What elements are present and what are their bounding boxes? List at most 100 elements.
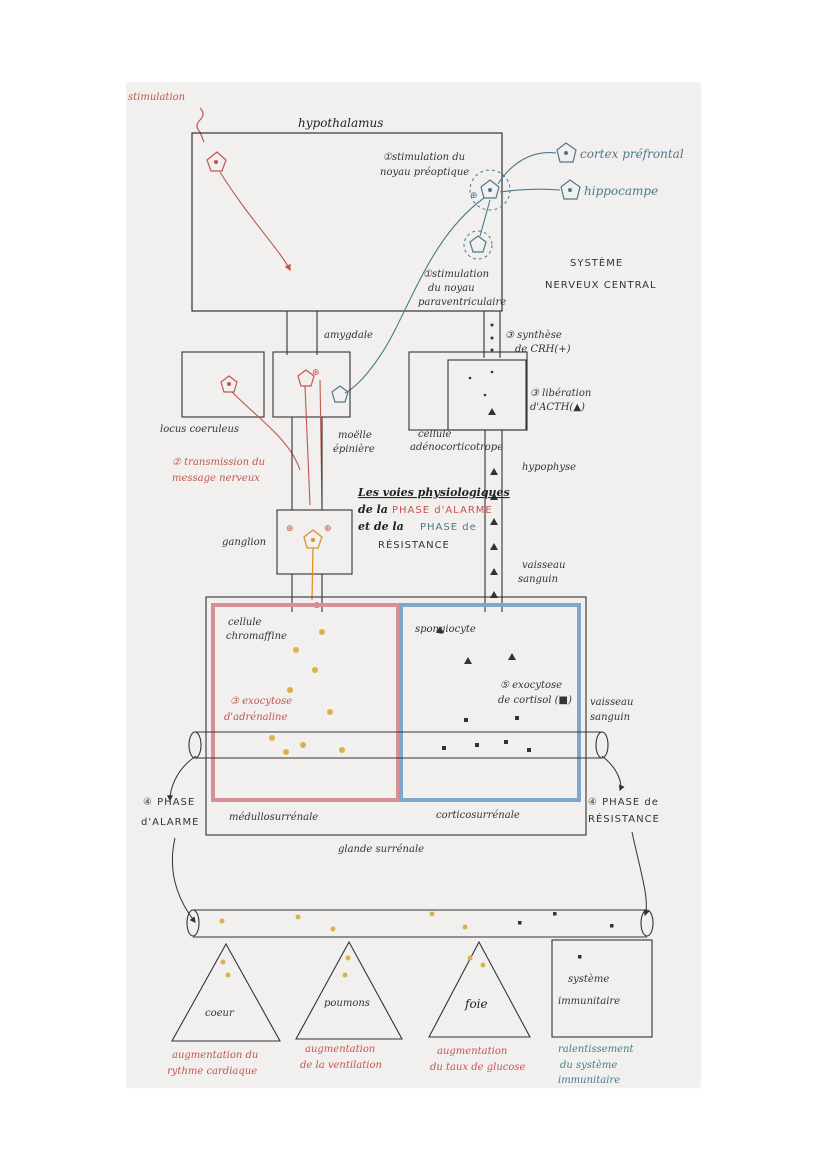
hippocampe-label: hippocampe	[584, 184, 658, 198]
red-axon-1	[219, 171, 291, 272]
effect-3-line1: augmentation	[437, 1046, 507, 1057]
snc-line2: NERVEUX CENTRAL	[545, 280, 657, 291]
exo-adre-line1: ③ exocytose	[230, 696, 292, 707]
cortico-label: corticosurrénale	[436, 810, 520, 821]
effect-2-line2: de la ventilation	[300, 1060, 382, 1071]
hippocampe-neuron-icon	[560, 179, 581, 200]
transmission-line2: message nerveux	[172, 473, 260, 484]
hippocampe-axon	[499, 188, 561, 193]
lower-vessel-dots	[219, 911, 468, 932]
effect-3-line2: du taux de glucose	[430, 1062, 526, 1073]
poumons-label: poumons	[324, 998, 370, 1009]
svg-text:⊕: ⊕	[324, 524, 332, 534]
hypothalamus-label: hypothalamus	[298, 116, 383, 130]
effect-4-line3: immunitaire	[558, 1075, 620, 1086]
phase-alarme-line2: d'ALARME	[141, 817, 199, 828]
exo-cort-line2: de cortisol (■)	[498, 695, 572, 706]
title-line2a: de la	[358, 503, 388, 516]
amygdale-blue-neuron-icon	[331, 385, 349, 403]
lower-vessel-squares	[518, 912, 614, 928]
red-axon-locus	[231, 391, 301, 471]
immune-box	[551, 939, 653, 1038]
paraventricular-neuron-icon	[469, 235, 487, 253]
cortex-neuron-icon	[556, 142, 577, 163]
stim-preoptic-line1: ①stimulation du	[383, 152, 465, 163]
cortex-label: cortex préfrontal	[580, 147, 684, 161]
adeno-line2: adénocorticotrope	[410, 442, 503, 453]
amygdale-label: amygdale	[324, 330, 373, 341]
systeme-line1: système	[568, 974, 609, 985]
hypophyse-label: hypophyse	[522, 462, 576, 473]
title-line2b: PHASE d'ALARME	[392, 505, 493, 516]
phase-res-line2: RÉSISTANCE	[588, 812, 660, 825]
orange-axon	[311, 547, 314, 601]
stimulation-wave	[196, 107, 205, 143]
vaisseau2-line2: sanguin	[590, 712, 630, 723]
cortico-box	[399, 603, 581, 802]
adeno-cell-box	[447, 359, 527, 431]
cortex-axon	[497, 152, 557, 185]
amygdale-red-neuron-icon	[297, 369, 315, 387]
effect-4-line1: ralentissement	[558, 1044, 635, 1055]
cortisol-marks	[436, 626, 531, 752]
locus-label: locus coeruleus	[160, 424, 239, 435]
acth-triangles	[490, 468, 498, 598]
locus-neuron-icon	[220, 375, 238, 393]
plus-sign: ⊕	[470, 191, 478, 201]
blue-axon-amygdale	[344, 197, 485, 394]
adrenal-gland-box	[205, 596, 587, 836]
title-line3b: PHASE de	[420, 522, 477, 533]
phase-alarme-line1: ④ PHASE	[143, 797, 195, 808]
snc-line1: SYSTÈME	[570, 256, 623, 269]
locus-box	[181, 351, 265, 418]
medullo-box	[211, 603, 400, 802]
chromaffine-line1: cellule	[228, 617, 262, 628]
hypothalamus-neuron-icon	[206, 151, 227, 172]
effect-1-line2: rythme cardiaque	[167, 1066, 257, 1077]
ganglion-label: ganglion	[222, 537, 266, 548]
coeur-triangle	[171, 942, 281, 1042]
title-line4: RÉSISTANCE	[378, 538, 450, 551]
effect-4-line2: du système	[560, 1060, 617, 1071]
spongiocyte-label: spongiocyte	[415, 624, 476, 635]
preoptic-circle	[469, 169, 511, 211]
foie-label: foie	[464, 997, 488, 1011]
phase-res-line1: ④ PHASE de	[588, 797, 659, 808]
stim-para-line2: du noyau	[428, 283, 475, 294]
synthese-line1: ③ synthèse	[505, 330, 562, 341]
systeme-line2: immunitaire	[558, 996, 620, 1007]
vaisseau-line2: sanguin	[518, 574, 558, 585]
exo-adre-line2: d'adrénaline	[224, 712, 287, 723]
stim-preoptic-line2: noyau préoptique	[380, 167, 469, 178]
title-line3a: et de la	[358, 520, 404, 533]
glande-label: glande surrénale	[338, 844, 424, 855]
vaisseau2-line1: vaisseau	[590, 697, 633, 708]
hypophyse-outer-box	[408, 351, 528, 431]
moelle-line2: épinière	[333, 444, 375, 455]
effect-2-line1: augmentation	[305, 1044, 375, 1055]
svg-text:⊕: ⊕	[286, 524, 294, 534]
hypothalamus-box	[191, 132, 503, 312]
amygdale-box	[272, 351, 351, 418]
preoptic-neuron-icon	[480, 179, 500, 199]
moelle-line1: moëlle	[338, 430, 372, 441]
title-line1: Les voies physiologiques	[357, 486, 510, 499]
coeur-label: coeur	[205, 1008, 235, 1019]
transmission-line1: ② transmission du	[172, 457, 265, 468]
exo-cort-line1: ⑤ exocytose	[500, 680, 562, 691]
blue-link	[479, 199, 491, 237]
synthese-line2: de CRH(+)	[515, 344, 571, 355]
stimulation-label: stimulation	[128, 92, 185, 103]
liberation-line2: d'ACTH(▲)	[530, 402, 585, 413]
adrenaline-dots	[269, 629, 345, 755]
stim-para-line1: ①stimulation	[423, 269, 489, 280]
effect-1-line1: augmentation du	[172, 1050, 258, 1061]
medullo-label: médullosurrénale	[229, 812, 318, 823]
svg-text:⊕: ⊕	[312, 368, 320, 378]
red-axon-spinal	[304, 385, 311, 506]
chromaffine-line2: chromaffine	[226, 631, 287, 642]
paraventricular-circle	[463, 230, 493, 260]
vaisseau-line1: vaisseau	[522, 560, 565, 571]
adeno-line1: cellule	[418, 429, 452, 440]
